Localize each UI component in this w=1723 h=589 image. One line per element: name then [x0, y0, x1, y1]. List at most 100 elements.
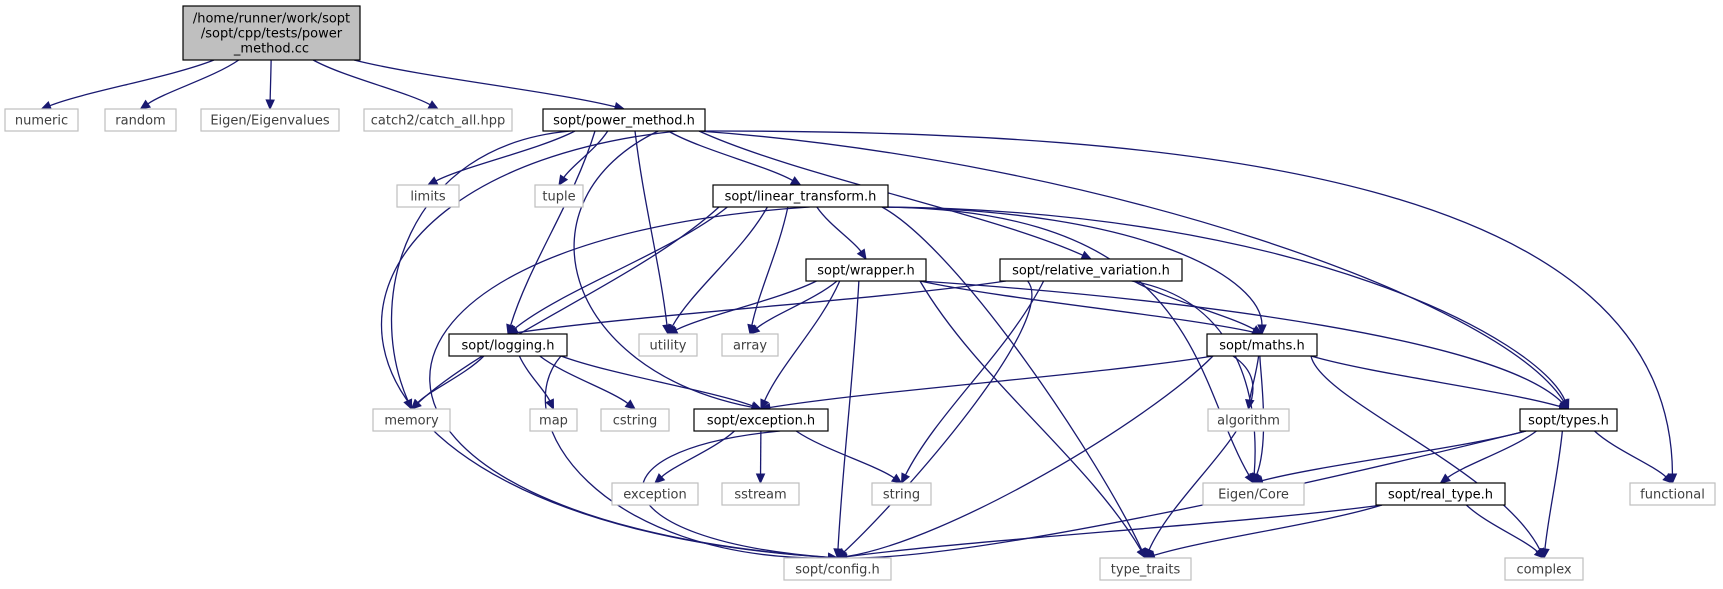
- edge-relvar-to-config: [836, 280, 1033, 559]
- node-sstream: sstream: [721, 482, 800, 506]
- node-box: [721, 482, 800, 506]
- node-label: sopt/exception.h: [707, 414, 815, 429]
- node-label: limits: [410, 190, 446, 205]
- edge-types-to-realtype: [1439, 430, 1537, 484]
- node-numeric: numeric: [4, 108, 79, 132]
- node-box: [4, 108, 79, 132]
- node-label: sopt/linear_transform.h: [725, 190, 877, 205]
- edge-logging-to-map: [518, 355, 555, 411]
- node-label: sopt/logging.h: [462, 339, 555, 354]
- edge-types-to-functional: [1594, 430, 1674, 484]
- edge-relvar-to-string: [900, 280, 1045, 485]
- edge-power-to-logging: [506, 130, 596, 336]
- node-types[interactable]: sopt/types.h: [1519, 408, 1618, 432]
- edge-relvar-to-eigencore: [1131, 280, 1259, 485]
- node-eigenvalues: Eigen/Eigenvalues: [200, 108, 340, 132]
- node-power[interactable]: sopt/power_method.h: [542, 108, 706, 132]
- node-exception_h[interactable]: sopt/exception.h: [693, 408, 829, 432]
- node-box: [600, 408, 670, 432]
- node-box: [1207, 408, 1290, 432]
- edge-maths-to-complex: [1310, 355, 1545, 560]
- node-box: [529, 408, 578, 432]
- edge-maths-to-config: [836, 355, 1214, 562]
- node-algorithm: algorithm: [1207, 408, 1290, 432]
- node-label: string: [883, 488, 920, 503]
- node-label: sopt/power_method.h: [553, 114, 695, 129]
- node-label: _method.cc: [233, 42, 309, 57]
- node-limits: limits: [396, 184, 460, 208]
- node-label: array: [733, 339, 767, 354]
- node-maths[interactable]: sopt/maths.h: [1206, 333, 1318, 357]
- node-label: numeric: [15, 114, 68, 129]
- edge-maths-to-eigencore: [1252, 355, 1265, 485]
- node-box: [1519, 408, 1618, 432]
- edge-power-to-memory: [390, 130, 571, 411]
- edge-root-to-power: [353, 59, 626, 112]
- node-box: [783, 557, 892, 581]
- edge-logging-to-memory: [410, 355, 485, 410]
- node-box: [1099, 557, 1192, 581]
- node-label: complex: [1516, 563, 1571, 578]
- node-label: sopt/real_type.h: [1388, 488, 1493, 503]
- node-box: [999, 258, 1183, 282]
- edge-power-to-exception_h: [573, 130, 763, 412]
- node-box: [611, 482, 699, 506]
- node-label: algorithm: [1217, 414, 1280, 429]
- node-label: Eigen/Core: [1218, 488, 1289, 503]
- edge-realtype-to-typetraits: [1144, 504, 1383, 560]
- node-box: [182, 5, 361, 61]
- node-label: type_traits: [1111, 563, 1181, 578]
- edge-types-to-complex: [1540, 430, 1564, 560]
- node-label: sopt/maths.h: [1219, 339, 1305, 354]
- edge-maths-to-typetraits: [1144, 355, 1254, 560]
- node-array: array: [721, 333, 779, 357]
- node-box: [1202, 482, 1305, 506]
- node-realtype[interactable]: sopt/real_type.h: [1375, 482, 1506, 506]
- node-label: memory: [384, 414, 439, 429]
- node-random: random: [104, 108, 177, 132]
- node-string: string: [871, 482, 932, 506]
- node-label: map: [539, 414, 568, 429]
- node-box: [638, 333, 698, 357]
- node-label: /home/runner/work/sopt: [193, 12, 350, 27]
- node-label: sopt/relative_variation.h: [1012, 264, 1170, 279]
- node-eigencore: Eigen/Core: [1202, 482, 1305, 506]
- node-label: catch2/catch_all.hpp: [371, 114, 505, 129]
- edge-realtype-to-complex: [1465, 504, 1545, 559]
- node-label: sstream: [734, 488, 786, 503]
- edge-wrapper-to-array: [749, 280, 838, 335]
- node-box: [542, 108, 706, 132]
- node-box: [693, 408, 829, 432]
- edge-realtype-to-config: [836, 504, 1383, 562]
- node-box: [396, 184, 460, 208]
- node-label: /sopt/cpp/tests/power: [201, 27, 343, 42]
- node-linear[interactable]: sopt/linear_transform.h: [712, 184, 889, 208]
- edge-logging-to-exception_h: [560, 355, 763, 411]
- edge-linear-to-memory: [410, 206, 720, 410]
- edge-root-to-random: [139, 59, 240, 110]
- nodes-layer: /home/runner/work/sopt/sopt/cpp/tests/po…: [4, 5, 1716, 581]
- edge-linear-to-maths: [881, 206, 1267, 336]
- edge-linear-to-logging: [507, 206, 728, 335]
- edge-maths-to-types: [1310, 355, 1570, 411]
- edge-linear-to-wrapper: [816, 206, 867, 261]
- edge-root-to-eigenvalues: [265, 59, 275, 111]
- node-cstring: cstring: [600, 408, 670, 432]
- edges-layer: [40, 59, 1678, 563]
- edge-linear-to-config: [429, 206, 839, 563]
- edge-linear-to-array: [747, 206, 789, 336]
- node-box: [448, 333, 568, 357]
- node-functional: functional: [1629, 482, 1716, 506]
- edge-relvar-to-maths: [1133, 280, 1264, 335]
- node-root[interactable]: /home/runner/work/sopt/sopt/cpp/tests/po…: [182, 5, 361, 61]
- node-box: [805, 258, 927, 282]
- node-exception: exception: [611, 482, 699, 506]
- node-wrapper[interactable]: sopt/wrapper.h: [805, 258, 927, 282]
- node-logging[interactable]: sopt/logging.h: [448, 333, 568, 357]
- node-box: [1375, 482, 1506, 506]
- node-typetraits: type_traits: [1099, 557, 1192, 581]
- node-box: [1504, 557, 1584, 581]
- node-label: Eigen/Eigenvalues: [210, 114, 330, 129]
- node-relvar[interactable]: sopt/relative_variation.h: [999, 258, 1183, 282]
